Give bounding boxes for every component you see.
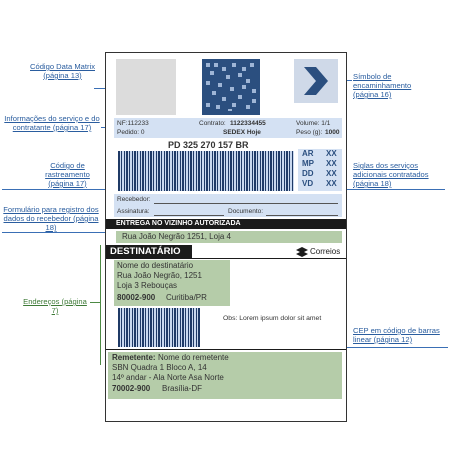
peso-value: 1000 bbox=[325, 129, 340, 136]
sender-city: Brasília-DF bbox=[162, 384, 203, 393]
tracking-barcode bbox=[118, 151, 294, 191]
data-matrix-code bbox=[202, 59, 260, 115]
service-code: MP bbox=[302, 159, 314, 168]
assinatura-label: Assinatura: bbox=[117, 208, 150, 215]
service-code: XX bbox=[326, 179, 337, 188]
service-info-box bbox=[114, 118, 342, 138]
chevron-right-icon bbox=[304, 67, 328, 95]
neighbor-address-box bbox=[116, 231, 342, 243]
documento-line[interactable] bbox=[266, 215, 338, 216]
callout-receiver-form[interactable]: Formulário para registro dos dados do re… bbox=[3, 205, 99, 232]
recipient-line: Loja 3 Rebouças bbox=[117, 281, 178, 290]
volume: Volume: 1/1 bbox=[296, 120, 331, 127]
sender-line: 14º andar - Ala Norte Asa Norte bbox=[112, 373, 224, 382]
recipient-address-box bbox=[114, 260, 230, 306]
callout-line-services bbox=[345, 189, 445, 190]
recipient-header: DESTINATÁRIO bbox=[106, 245, 192, 258]
service-code: XX bbox=[326, 149, 337, 158]
services-box bbox=[298, 149, 342, 191]
image-placeholder bbox=[116, 59, 176, 115]
callout-line-data-matrix bbox=[94, 88, 112, 89]
assinatura-line[interactable] bbox=[154, 215, 224, 216]
correios-icon bbox=[296, 247, 308, 257]
contrato-label: Contrato: bbox=[199, 120, 226, 127]
callout-symbol[interactable]: Símbolo de encaminhamento (página 16) bbox=[353, 72, 412, 99]
neighbor-address: Rua João Negrão 1251, Loja 4 bbox=[122, 232, 231, 241]
pedido-number: Pedido: 0 bbox=[117, 129, 145, 136]
callout-addresses[interactable]: Endereços (página 7) bbox=[23, 297, 87, 315]
documento-label: Documento: bbox=[228, 208, 264, 215]
callout-line-receiver bbox=[2, 232, 112, 233]
sender-cep: 70002-900 bbox=[112, 384, 151, 393]
callout-tracking-code[interactable]: Código de rastreamento (página 17) bbox=[45, 161, 90, 188]
sender-address-box bbox=[108, 352, 342, 399]
tracking-code: PD 325 270 157 BR bbox=[168, 140, 249, 150]
data-matrix-pattern bbox=[202, 59, 260, 115]
callout-service-info[interactable]: Informações do serviço e do contratante … bbox=[4, 114, 100, 132]
sender-rule bbox=[106, 349, 346, 350]
recebedor-label: Recebedor: bbox=[117, 196, 151, 203]
callout-data-matrix[interactable]: Código Data Matrix (página 13) bbox=[30, 62, 95, 80]
routing-symbol bbox=[294, 59, 338, 103]
recipient-line: Nome do destinatário bbox=[117, 261, 194, 270]
cep-barcode bbox=[118, 308, 200, 347]
recipient-line: Rua João Negrão, 1251 bbox=[117, 271, 202, 280]
recipient-rule bbox=[106, 258, 346, 259]
service-code: DD bbox=[302, 169, 314, 178]
peso-label: Peso (g): bbox=[296, 129, 323, 136]
sender-line: SBN Quadra 1 Bloco A, 14 bbox=[112, 363, 207, 372]
callout-additional-services[interactable]: Siglas dos serviços adicionais contratad… bbox=[353, 161, 429, 188]
correios-logo: Correios bbox=[296, 247, 346, 258]
sender-name: Nome do remetente bbox=[158, 353, 229, 362]
callout-cep-barcode[interactable]: CEP em código de barras linear (página 1… bbox=[353, 326, 440, 344]
brand-name: Correios bbox=[310, 247, 341, 256]
observation: Obs: Lorem ipsum dolor sit amet bbox=[223, 315, 322, 322]
shipping-label: NF:112233 Pedido: 0 Contrato: 1122334455… bbox=[105, 52, 347, 422]
recebedor-line[interactable] bbox=[154, 203, 338, 204]
receiver-form bbox=[114, 194, 342, 217]
recipient-city: Curitiba/PR bbox=[166, 293, 207, 302]
contrato-value: 1122334455 bbox=[230, 120, 266, 127]
service-code: XX bbox=[326, 159, 337, 168]
service-code: VD bbox=[302, 179, 314, 188]
sender-label: Remetente: bbox=[112, 353, 156, 362]
nf-number: NF:112233 bbox=[117, 120, 149, 127]
neighbor-header: ENTREGA NO VIZINHO AUTORIZADA bbox=[106, 219, 346, 229]
service-code: XX bbox=[326, 169, 337, 178]
callout-line-addresses-v bbox=[100, 245, 101, 365]
callout-line-addresses-h bbox=[90, 302, 100, 303]
service-name: SEDEX Hoje bbox=[223, 129, 261, 136]
service-code: AR bbox=[302, 149, 314, 158]
recipient-cep: 80002-900 bbox=[117, 293, 156, 302]
callout-line-tracking bbox=[2, 189, 112, 190]
